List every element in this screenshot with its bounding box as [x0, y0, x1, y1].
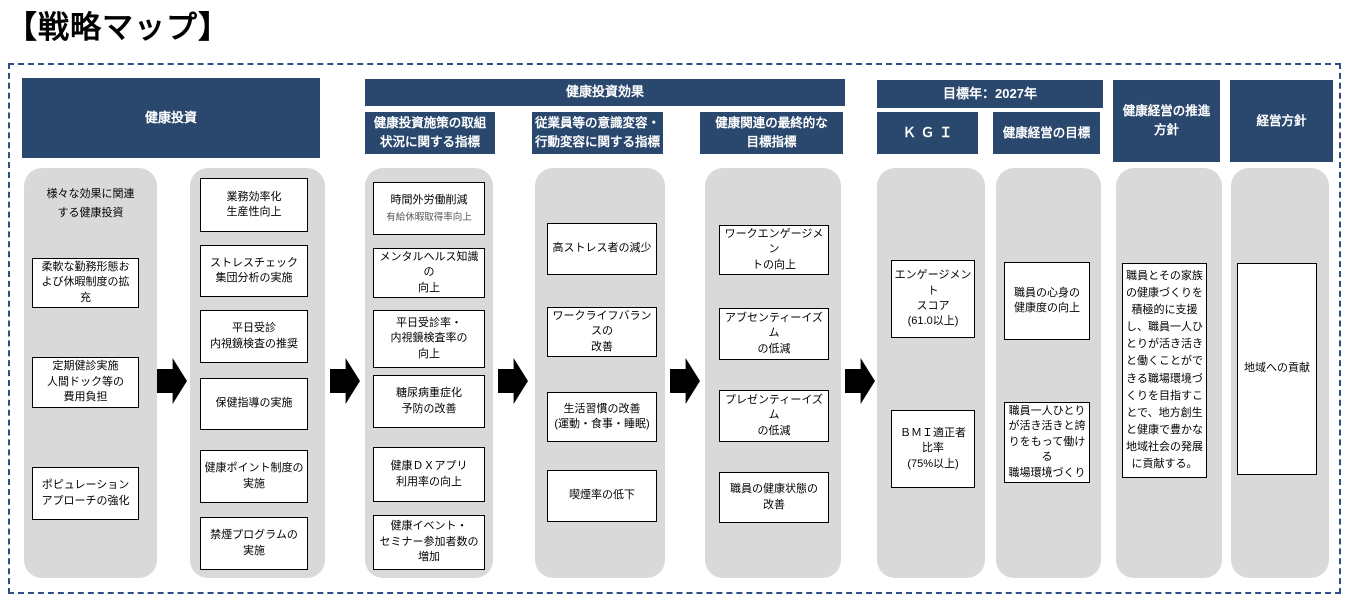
- box-no-smoking-program: 禁煙プログラムの 実施: [200, 517, 308, 570]
- box-weekday-rate: 平日受診率・ 内視鏡検査率の 向上: [373, 310, 485, 368]
- box-high-stress: 高ストレス者の減少: [547, 223, 657, 275]
- header-investment-effect: 健康投資効果: [365, 79, 845, 106]
- box-population-approach: ポピュレーション アプローチの強化: [32, 467, 139, 520]
- box-health-status: 職員の健康状態の 改善: [719, 472, 829, 523]
- header-health-investment: 健康投資: [22, 78, 320, 158]
- box-checkup-cost: 定期健診実施 人間ドック等の 費用負担: [32, 357, 139, 408]
- box-overtime-sub: 有給休暇取得率向上: [386, 211, 472, 223]
- column-initiative-metrics: [365, 168, 493, 578]
- box-overtime-main: 時間外労働削減: [390, 194, 468, 207]
- box-workplace-env: 職員一人ひとり が活き活きと誇 りをもって働ける 職場環境づくり: [1004, 402, 1090, 483]
- box-bmi-ratio: ＢＭＩ適正者 比率 (75%以上): [891, 410, 975, 488]
- header-target-year: 目標年：2027年: [877, 80, 1103, 108]
- box-dx-app-usage: 健康ＤＸアプリ 利用率の向上: [373, 447, 485, 502]
- column-kgi: [877, 168, 985, 578]
- box-mental-health-knowledge: メンタルヘルス知識の 向上: [373, 248, 485, 298]
- header-health-mgmt-goal: 健康経営の目標: [993, 112, 1100, 154]
- box-weekday-visit: 平日受診 内視鏡検査の推奨: [200, 310, 308, 363]
- box-event-participants: 健康イベント・ セミナー参加者数の 増加: [373, 515, 485, 570]
- box-diabetes-prevention: 糖尿病重症化 予防の改善: [373, 375, 485, 428]
- column-investment-right: [190, 168, 325, 578]
- page-title: 【戦略マップ】: [6, 10, 230, 45]
- box-mind-body-health: 職員の心身の 健康度の向上: [1004, 262, 1090, 340]
- box-flexible-work: 柔軟な勤務形態お よび休暇制度の拡 充: [32, 258, 139, 308]
- box-health-point: 健康ポイント制度の 実施: [200, 450, 308, 503]
- header-behavior-metrics: 従業員等の意識変容・ 行動変容に関する指標: [532, 112, 663, 154]
- box-smoking-rate: 喫煙率の低下: [547, 470, 657, 522]
- box-absenteeism: アブセンティーイズム の低減: [719, 308, 829, 360]
- header-kgi: ＫＧＩ: [877, 112, 978, 154]
- header-final-metrics: 健康関連の最終的な 目標指標: [700, 112, 843, 154]
- box-stress-check: ストレスチェック 集団分析の実施: [200, 245, 308, 297]
- header-initiative-metrics: 健康投資施策の取組 状況に関する指標: [365, 112, 495, 154]
- box-overtime-reduction: 時間外労働削減 有給休暇取得率向上: [373, 182, 485, 235]
- box-engagement-score: エンゲージメント スコア (61.0以上): [891, 260, 975, 338]
- box-presenteeism: プレゼンティーイズム の低減: [719, 390, 829, 442]
- box-health-guidance: 保健指導の実施: [200, 378, 308, 430]
- box-promotion-statement: 職員とその家族の健康づくりを積極的に支援し、職員一人ひとりが活き活きと働くことが…: [1122, 263, 1207, 478]
- box-lifestyle: 生活習慣の改善 (運動・食事・睡眠): [547, 392, 657, 442]
- header-management-policy: 経営方針: [1230, 80, 1333, 162]
- box-work-life-balance: ワークライフバランスの 改善: [547, 307, 657, 357]
- column-health-mgmt-goal: [996, 168, 1101, 578]
- caption-various-effects: 様々な効果に関連 する健康投資: [46, 188, 135, 219]
- kgi-label: ＫＧＩ: [902, 124, 958, 140]
- header-promotion-policy: 健康経営の推進 方針: [1113, 80, 1220, 162]
- box-regional-contribution: 地域への貢献: [1237, 263, 1317, 475]
- box-efficiency: 業務効率化 生産性向上: [200, 178, 308, 232]
- box-work-engagement: ワークエンゲージメン トの向上: [719, 225, 829, 275]
